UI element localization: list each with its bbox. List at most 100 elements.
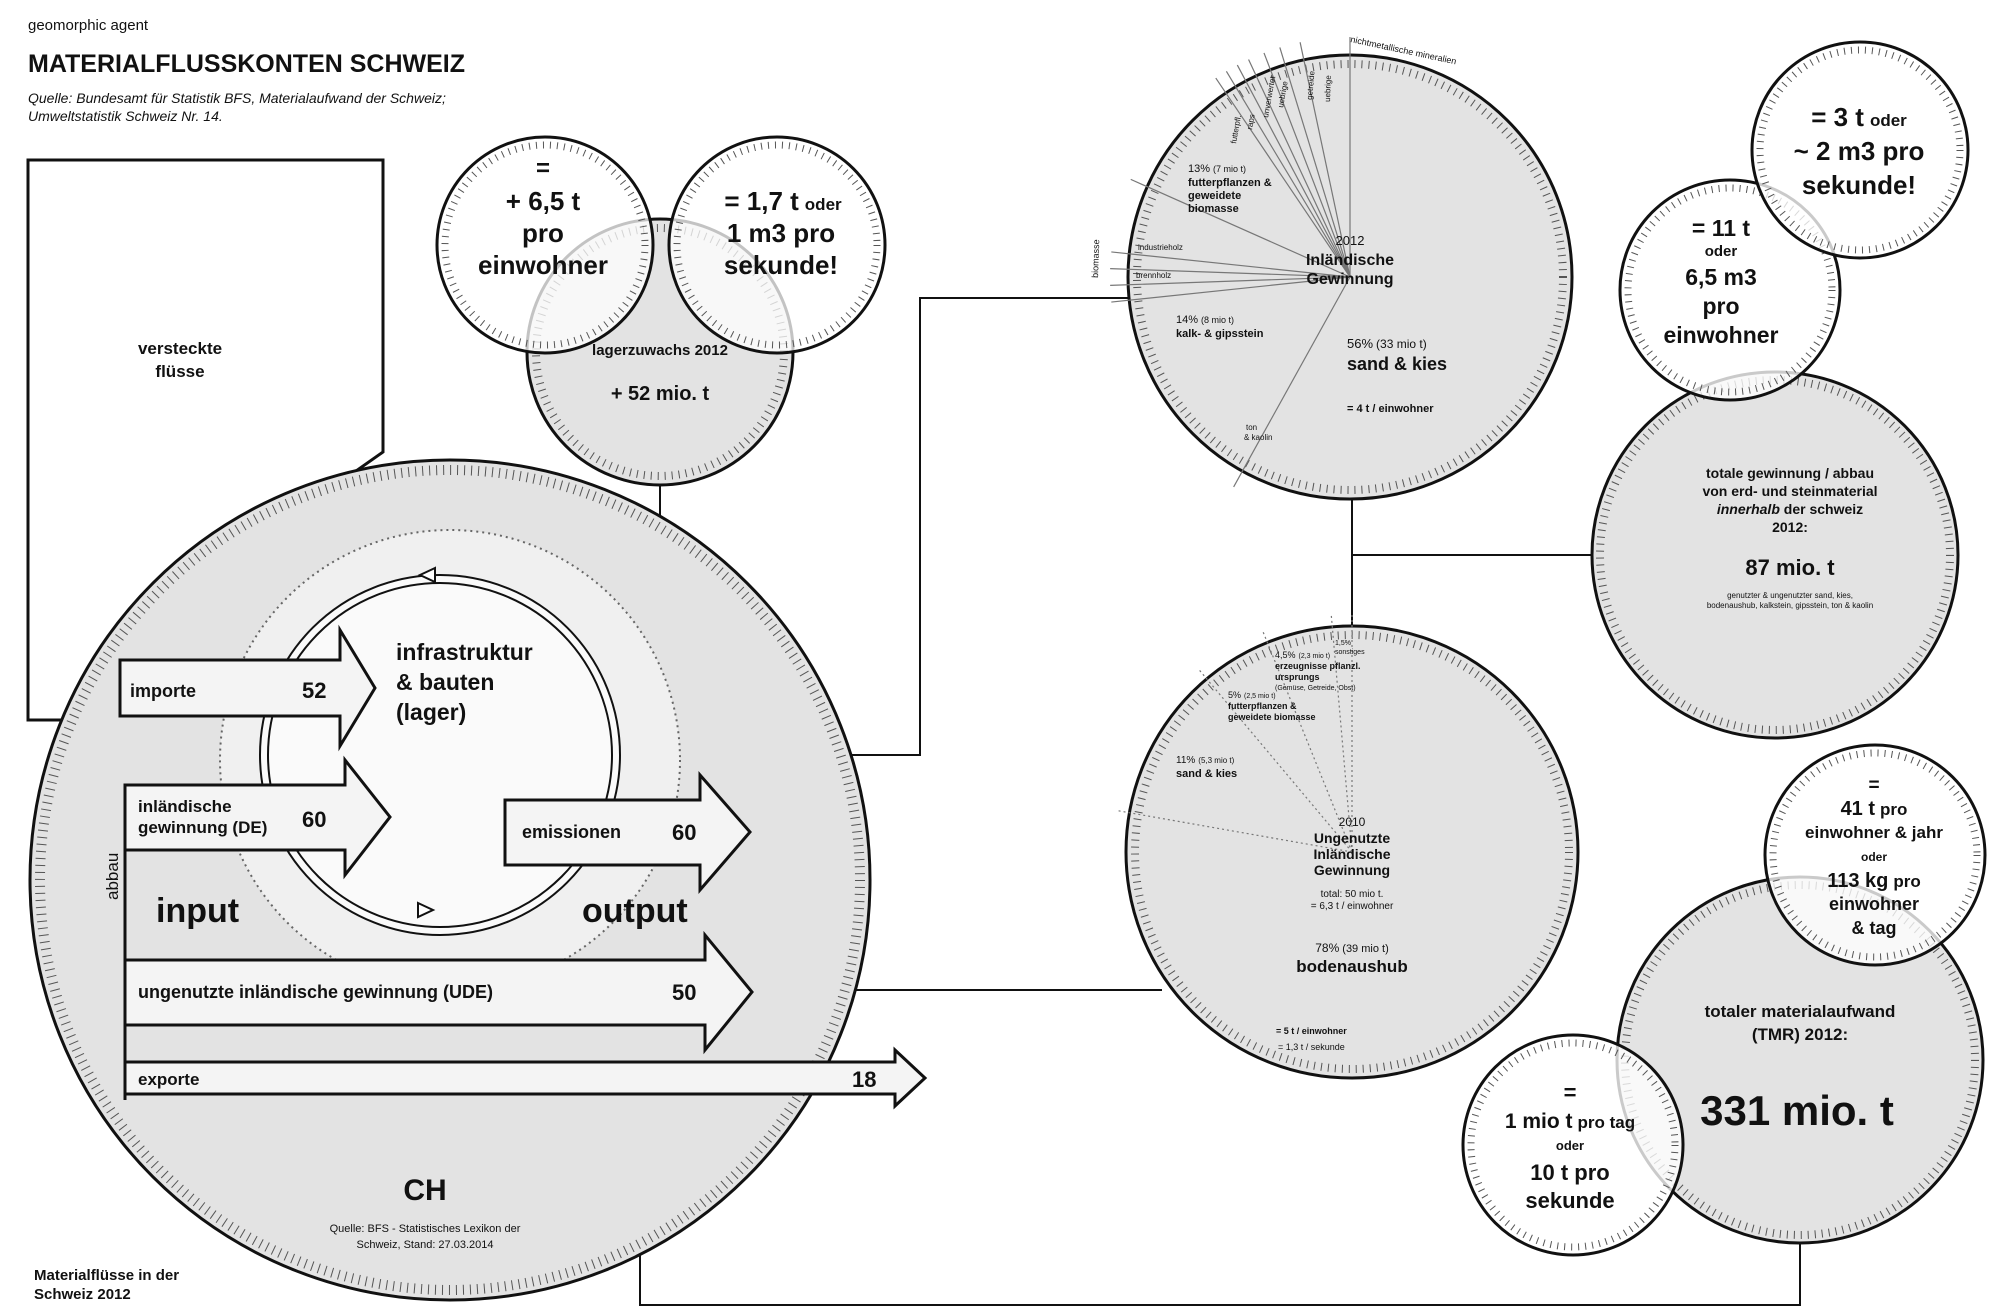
de-slices-divider-9: [1111, 251, 1351, 278]
brand-label: geomorphic agent: [28, 17, 149, 34]
de-biomasse-label: biomasse: [1090, 239, 1101, 278]
output-label: output: [582, 892, 688, 930]
tmr-pd-line-5: sekunde: [1525, 1188, 1614, 1213]
ude-slices-divider-1: [1330, 612, 1353, 853]
ude-slices-divider-3: [1197, 667, 1353, 853]
de-industrieholz-label: industrieholz: [1138, 243, 1183, 252]
tmr-pp-line-7: & tag: [1852, 918, 1897, 938]
de-label-2: gewinnung (DE): [138, 818, 267, 837]
storage-pp-line-2: + 6,5 t: [506, 186, 581, 216]
ude-erzeugnisse-label-2: ursprungs: [1275, 672, 1320, 682]
storage-ps-line-3: sekunde!: [724, 250, 838, 280]
ude-boden-label: bodenaushub: [1296, 957, 1407, 976]
de-mini-label-5: getreide: [1305, 70, 1317, 100]
extraction-label-2: von erd- und steinmaterial: [1702, 483, 1877, 499]
de-futter-label-2: geweidete: [1188, 190, 1241, 202]
storage-value: + 52 mio. t: [611, 383, 710, 405]
extraction-label-3: innerhalb der schweiz: [1717, 501, 1863, 517]
ude-boden-per-1: = 5 t / einwohner: [1276, 1026, 1347, 1036]
de-slices-divider-4: [1248, 59, 1351, 278]
ude-erzeugnisse-label-3: (Gemüse, Getreide, Obst): [1275, 685, 1356, 692]
hidden-flows-label-2: flüsse: [155, 362, 204, 381]
ude-pie-title-3: Gewinnung: [1314, 862, 1390, 878]
ch-circle: [28, 458, 872, 1302]
cycle-arrow-top-icon: [417, 566, 436, 584]
de-slices-divider-10: [1110, 268, 1351, 278]
tmr-pd-line-3: oder: [1556, 1138, 1584, 1153]
tmr-pd-line-1: =: [1564, 1080, 1577, 1105]
storage-pp-line-4: einwohner: [478, 250, 608, 280]
de-pie-title-1: Inländische: [1306, 252, 1394, 269]
ude-pie-title-1: Ungenutzte: [1314, 830, 1390, 846]
footer-label-1: Materialflüsse in der: [34, 1267, 179, 1284]
de-brennholz-label: brennholz: [1136, 271, 1171, 280]
de-ton-label-2: & kaolin: [1244, 433, 1272, 442]
input-label: input: [156, 892, 239, 930]
ude-futter-label-2: geweidete biomasse: [1228, 712, 1316, 722]
cycle-arrow-bottom-icon: [417, 901, 436, 919]
de-slices-divider-11: [1110, 276, 1351, 286]
exporte-arrow: [123, 1046, 928, 1110]
de-sand-per: = 4 t / einwohner: [1347, 403, 1434, 415]
exporte-value: 18: [852, 1067, 876, 1092]
tmr-pp-line-4: oder: [1861, 850, 1887, 864]
de-futter-pct: 13%(7 mio t): [1188, 163, 1246, 175]
ude-slices-divider-4: [1115, 809, 1353, 853]
extraction-value: 87 mio. t: [1745, 555, 1835, 580]
de-slices-divider-8: [1130, 178, 1351, 278]
tmr-pp-line-3: einwohner & jahr: [1805, 823, 1943, 842]
tmr-pp-line-1: =: [1868, 775, 1879, 796]
hidden-flows-label-1: versteckte: [138, 339, 222, 358]
de-mini-label-2: raps: [1245, 113, 1257, 130]
source-line-2: Umweltstatistik Schweiz Nr. 14.: [28, 108, 223, 124]
storage-label: lagerzuwachs 2012: [592, 342, 728, 359]
page-title: MATERIALFLUSSKONTEN SCHWEIZ: [28, 50, 465, 78]
extraction-note-2: bodenaushub, kalkstein, gipsstein, ton &…: [1707, 601, 1873, 610]
storage-per-second-circle: [667, 135, 887, 355]
ude-erzeugnisse-label-1: erzeugnisse pflanzl.: [1275, 661, 1361, 671]
ch-circle-ticks: [35, 465, 865, 1295]
ude-pie-slices: [1115, 612, 1353, 853]
ude-sonstiges-label: sonstiges: [1335, 649, 1365, 656]
de-slices-divider-7: [1215, 77, 1351, 278]
ude-pie-year: 2010: [1339, 815, 1366, 829]
tmr-per-day-circle: [1461, 1033, 1685, 1257]
ude-total-2: = 6,3 t / einwohner: [1311, 901, 1394, 912]
de-arrow: [123, 755, 392, 880]
ude-sand-pct: 11%(5,3 mio t): [1176, 755, 1235, 766]
tmr-pp-line-6: einwohner: [1829, 894, 1919, 914]
tmr-pd-line-4: 10 t pro: [1530, 1160, 1609, 1185]
ch-source-line-1: Quelle: BFS - Statistisches Lexikon der: [330, 1223, 521, 1235]
tmr-per-person-circle: [1763, 743, 1987, 967]
source-line-1: Quelle: Bundesamt für Statistik BFS, Mat…: [28, 90, 446, 106]
extraction-pp-line-2: oder: [1705, 243, 1738, 260]
tmr-label-2: (TMR) 2012:: [1752, 1025, 1848, 1044]
importe-value: 52: [302, 678, 326, 703]
emissionen-label: emissionen: [522, 822, 621, 842]
de-futter-label-3: biomasse: [1188, 203, 1239, 215]
footer-label-2: Schweiz 2012: [34, 1286, 131, 1303]
ude-futter-pct: 5%(2,5 mio t): [1228, 690, 1276, 700]
ude-value: 50: [672, 980, 696, 1005]
emissionen-arrow: [503, 771, 752, 895]
de-futter-label-1: futterpflanzen &: [1188, 177, 1272, 189]
de-pie-slices: [1110, 37, 1351, 488]
center-label-1: infrastruktur: [396, 639, 533, 665]
de-sand-pct: 56%(33 mio t): [1347, 336, 1427, 351]
ude-boden-per-2: = 1,3 t / sekunde: [1278, 1042, 1345, 1052]
extraction-pp-line-5: einwohner: [1663, 322, 1778, 348]
ude-erzeugnisse-pct: 4,5%(2,3 mio t): [1275, 650, 1330, 660]
importe-label: importe: [130, 681, 196, 701]
tmr-value: 331 mio. t: [1700, 1087, 1894, 1134]
extraction-per-second-circle: [1750, 40, 1970, 260]
extraction-per-person-circle: [1618, 178, 1842, 402]
de-mini-label-6: uebrige: [1323, 75, 1333, 103]
ude-boden-pct: 78%(39 mio t): [1315, 941, 1389, 955]
country-label: CH: [403, 1174, 446, 1207]
storage-ps-line-2: 1 m3 pro: [727, 218, 835, 248]
de-label-1: inländische: [138, 797, 232, 816]
de-kalk-label: kalk- & gipsstein: [1176, 328, 1264, 340]
ude-sand-label: sand & kies: [1176, 768, 1237, 780]
